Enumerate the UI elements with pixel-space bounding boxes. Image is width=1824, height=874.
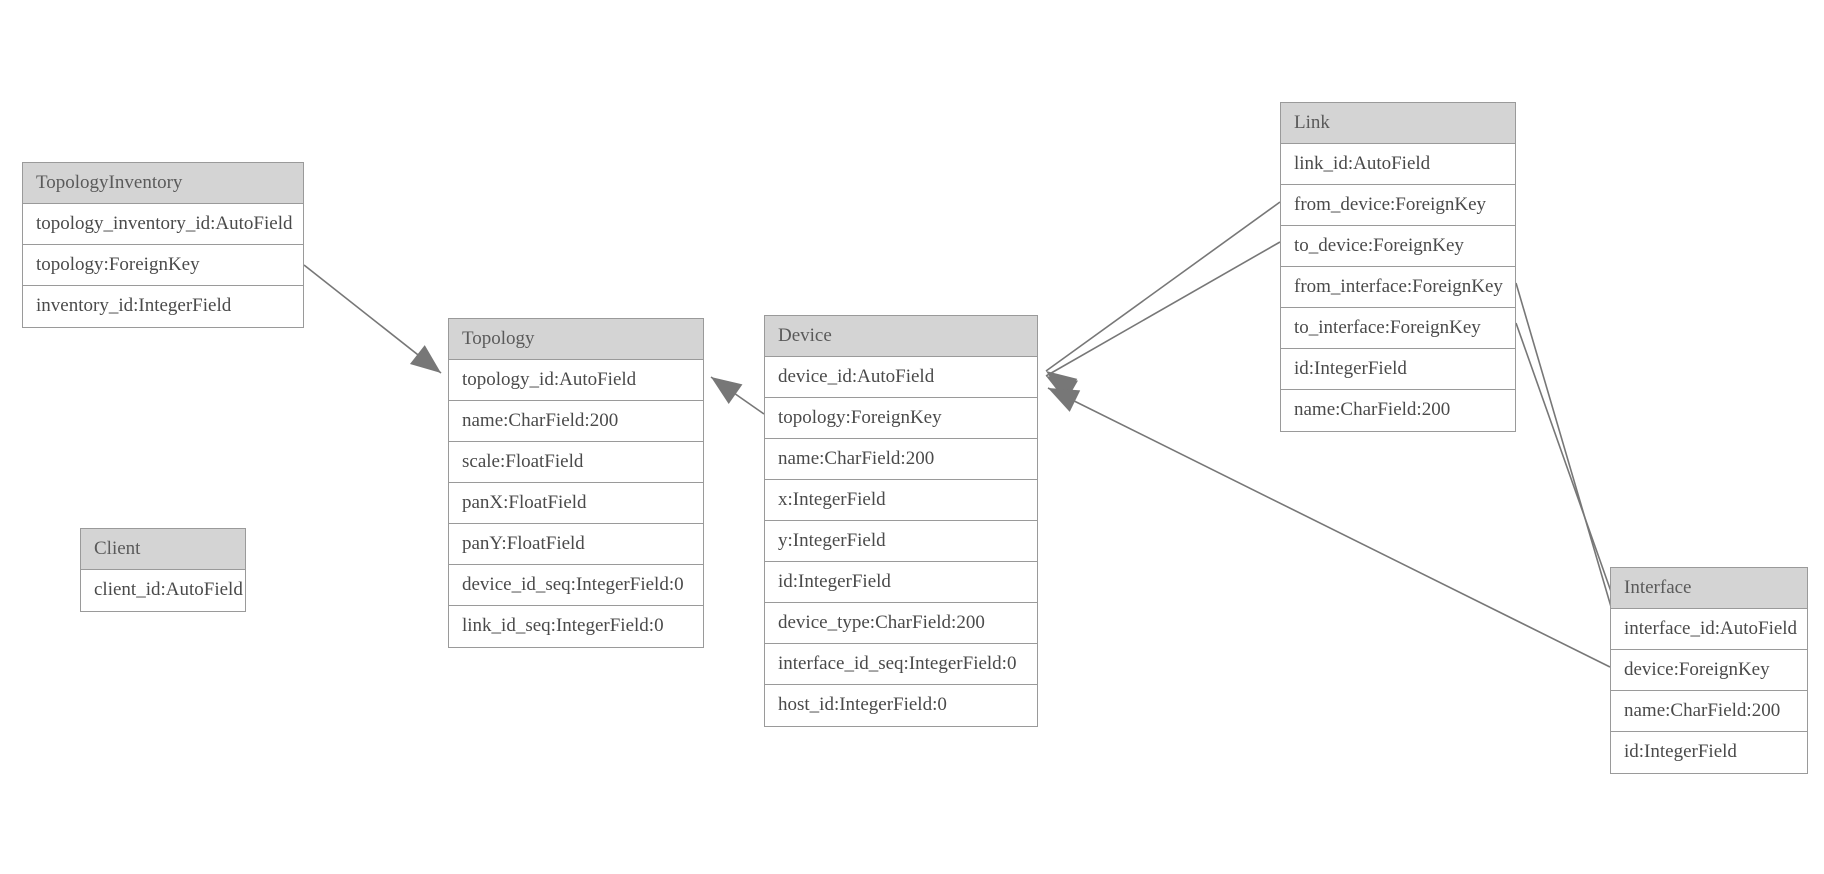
entity-title-client: Client (81, 529, 245, 570)
field-row[interactable]: name:CharField:200 (765, 439, 1037, 480)
field-row[interactable]: id:IntegerField (765, 562, 1037, 603)
entity-title-device: Device (765, 316, 1037, 357)
field-row[interactable]: client_id:AutoField (94, 579, 243, 600)
entity-title-topology-inventory: TopologyInventory (23, 163, 303, 204)
field-row[interactable]: from_device:ForeignKey (1281, 185, 1515, 226)
field-row[interactable]: topology_id:AutoField (449, 360, 703, 401)
field-row[interactable]: to_device:ForeignKey (1281, 226, 1515, 267)
entity-title-topology: Topology (449, 319, 703, 360)
field-row[interactable]: topology:ForeignKey (765, 398, 1037, 439)
relationship-arrowhead (1046, 371, 1078, 399)
field-row[interactable]: interface_id:AutoField (1611, 609, 1807, 650)
entity-title-link: Link (1281, 103, 1515, 144)
field-row[interactable]: link_id:AutoField (1281, 144, 1515, 185)
entity-title-interface: Interface (1611, 568, 1807, 609)
relationship-arrowhead (409, 345, 441, 373)
field-row[interactable]: panY:FloatField (449, 524, 703, 565)
field-row[interactable]: device:ForeignKey (1611, 650, 1807, 691)
relationship-arrowhead (1048, 388, 1081, 412)
field-row[interactable]: interface_id_seq:IntegerField:0 (765, 644, 1037, 685)
relationship-line (1515, 322, 1621, 618)
field-row[interactable]: panX:FloatField (449, 483, 703, 524)
relationship-arrowhead (1046, 376, 1078, 402)
relationship-link-from-device-to-device (1045, 201, 1281, 399)
relationship-arrowhead (711, 377, 743, 405)
relationship-line (1045, 201, 1281, 372)
field-row[interactable]: topology:ForeignKey (23, 245, 303, 286)
field-row[interactable]: name:CharField:200 (449, 401, 703, 442)
field-row[interactable]: inventory_id:IntegerField (36, 295, 232, 316)
field-row[interactable]: id:IntegerField (1624, 741, 1737, 762)
field-row[interactable]: to_interface:ForeignKey (1281, 308, 1515, 349)
relationship-line (1515, 282, 1615, 618)
field-row[interactable]: from_interface:ForeignKey (1281, 267, 1515, 308)
field-row[interactable]: link_id_seq:IntegerField:0 (462, 615, 664, 636)
relationship-line (1045, 241, 1281, 377)
field-row[interactable]: id:IntegerField (1281, 349, 1515, 390)
relationship-topologyinventory-to-topology (303, 264, 442, 374)
field-row[interactable]: x:IntegerField (765, 480, 1037, 521)
field-row[interactable]: name:CharField:200 (1611, 691, 1807, 732)
entity-client[interactable]: Client client_id:AutoField (80, 528, 246, 612)
relationship-line (710, 376, 765, 415)
field-row[interactable]: device_id:AutoField (765, 357, 1037, 398)
relationship-device-to-topology (710, 376, 765, 415)
field-row[interactable]: host_id:IntegerField:0 (778, 694, 947, 715)
field-row[interactable]: scale:FloatField (449, 442, 703, 483)
field-row[interactable]: device_id_seq:IntegerField:0 (449, 565, 703, 606)
field-row[interactable]: device_type:CharField:200 (765, 603, 1037, 644)
field-row[interactable]: topology_inventory_id:AutoField (23, 204, 303, 245)
relationship-line (303, 264, 442, 374)
relationship-link-to-device-to-device (1045, 241, 1281, 402)
field-row[interactable]: name:CharField:200 (1294, 399, 1451, 420)
field-row[interactable]: y:IntegerField (765, 521, 1037, 562)
